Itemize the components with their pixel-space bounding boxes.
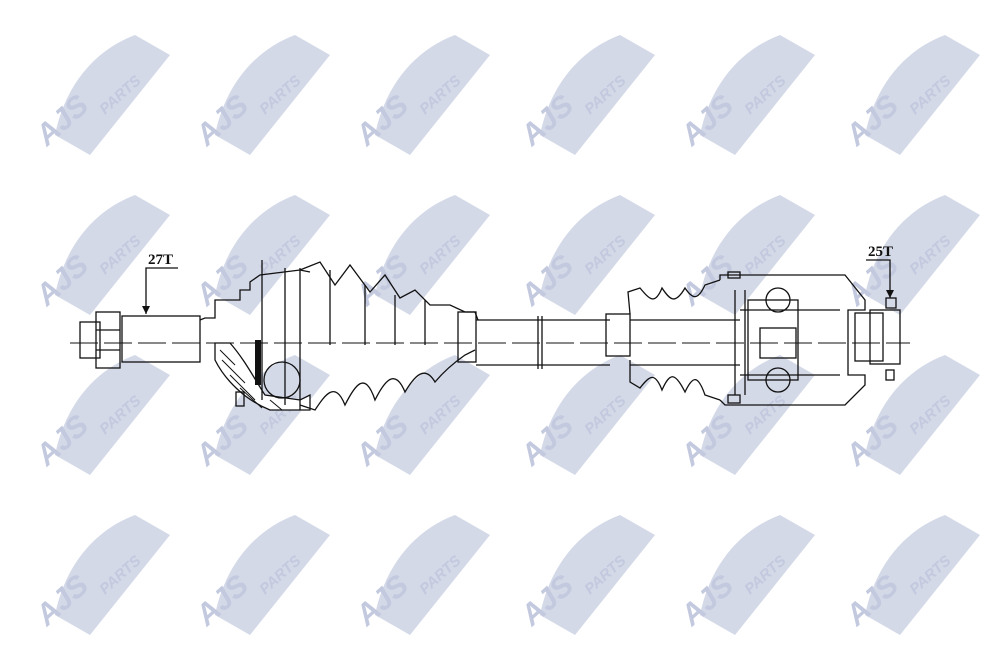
callout-27t: 27T — [142, 252, 178, 314]
ajs-watermark: AJS PARTS — [189, 195, 330, 315]
spline-label-left: 27T — [148, 252, 173, 268]
ajs-watermark: AJS PARTS — [674, 35, 815, 155]
outer-cv-joint — [214, 260, 311, 411]
spline-label-right: 25T — [868, 244, 893, 260]
ajs-watermark: AJS PARTS — [29, 195, 170, 315]
outer-boot — [299, 261, 479, 411]
ajs-watermark: AJS PARTS — [839, 35, 980, 155]
inner-spline-stub — [854, 297, 901, 381]
ajs-watermark: AJS PARTS — [29, 355, 170, 475]
axle-nut — [79, 311, 121, 369]
ajs-watermark: AJS PARTS — [674, 355, 815, 475]
callout-25t: 25T — [866, 244, 894, 298]
main-shaft — [476, 316, 610, 369]
ajs-watermark: AJS PARTS — [349, 195, 490, 315]
inner-boot — [605, 279, 740, 401]
ajs-watermark: AJS PARTS — [349, 35, 490, 155]
outer-spline-stub — [121, 315, 201, 363]
inner-tripod-housing — [719, 271, 866, 406]
